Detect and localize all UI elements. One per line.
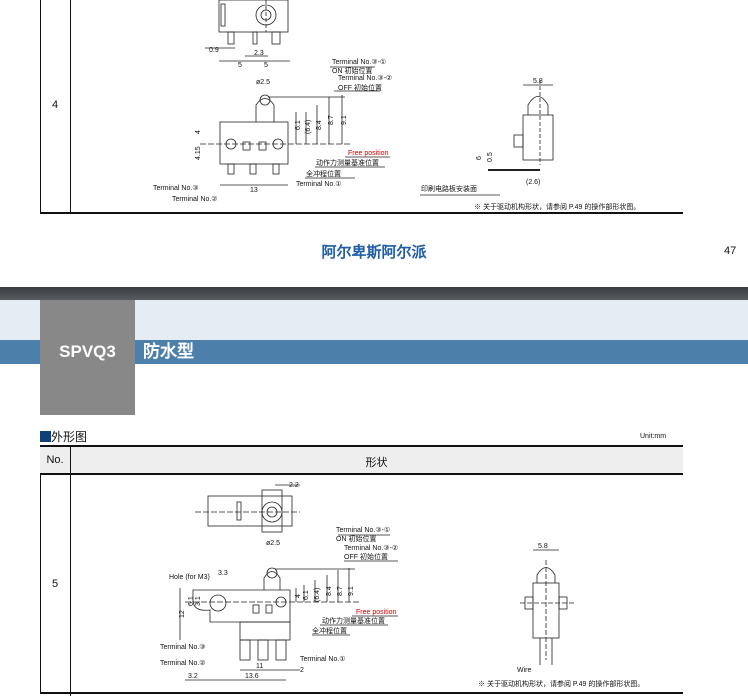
terminal-label: Terminal No.① xyxy=(296,180,342,188)
table-row-4 xyxy=(40,0,683,214)
position-label: 全冲程位置 xyxy=(306,169,341,178)
dim-label: 3.1 xyxy=(195,596,202,606)
terminal-label: Terminal No.③-② xyxy=(338,74,392,82)
dim-label: (2.6) xyxy=(526,179,540,186)
dim-label: 0.5 xyxy=(487,152,494,162)
drawing-4-right-view xyxy=(420,80,554,196)
drawing-4-top-view xyxy=(205,0,290,62)
header-dark-bar xyxy=(0,287,748,300)
dim-label: 13 xyxy=(250,187,258,194)
dim-label: 0.9 xyxy=(209,47,219,54)
square-bullet-icon xyxy=(40,431,51,442)
dim-label: 2.3 xyxy=(254,50,264,57)
terminal-label: Terminal No.③-① xyxy=(332,58,386,66)
drawing-5-top-view xyxy=(195,484,300,533)
row-number: 5 xyxy=(51,578,59,590)
header-divider xyxy=(70,445,71,696)
dim-label: 8.4 xyxy=(326,586,333,596)
note: ※ 关于驱动机构形状，请参阅 P.49 的操作部形状图。 xyxy=(478,679,644,688)
pcb-label: 印刷电路板安装面 xyxy=(421,184,477,193)
row-divider xyxy=(70,0,71,214)
section-title-text: 外形图 xyxy=(51,430,88,444)
terminal-label: Terminal No.③ xyxy=(160,643,206,651)
dim-label: 6.1 xyxy=(188,596,195,606)
dim-label: (6.4) xyxy=(305,120,312,134)
dim-label: 12 xyxy=(179,610,186,618)
position-label: ON 初始位置 xyxy=(332,66,372,75)
position-label: 全冲程位置 xyxy=(312,626,347,635)
terminal-label: Terminal No.② xyxy=(172,195,218,203)
dim-label: 6 xyxy=(476,156,483,160)
unit-label: Unit:mm xyxy=(640,433,667,440)
dim-label: 2 xyxy=(300,667,304,674)
terminal-label: Terminal No.③-② xyxy=(344,544,398,552)
dim-label: 2.2 xyxy=(289,482,299,489)
brand-footer: 阿尔卑斯阿尔派 xyxy=(321,244,427,261)
position-label: Free position xyxy=(348,150,389,157)
dim-label: 5.8 xyxy=(538,543,548,550)
dim-label: 8.7 xyxy=(337,586,344,596)
position-label: ON 初始位置 xyxy=(336,534,376,543)
position-label: OFF 初始位置 xyxy=(344,552,388,561)
dim-label: 4.15 xyxy=(195,146,202,160)
dim-label: 4 xyxy=(195,130,202,134)
dim-label: 9.1 xyxy=(341,115,348,125)
dim-label: 3.2 xyxy=(188,673,198,680)
position-label: Free position xyxy=(356,609,397,616)
drawing-5-side-view xyxy=(179,534,398,681)
drawing-4-side-view xyxy=(200,66,390,186)
dim-label: ø2.5 xyxy=(266,540,280,547)
dim-label: 6.1 xyxy=(303,590,310,600)
page-number: 47 xyxy=(724,245,737,257)
position-label: 动作力测量基准位置 xyxy=(322,616,385,625)
dim-label: 6.1 xyxy=(295,120,302,130)
dim-label: 11 xyxy=(256,663,263,670)
section-title: 外形图 xyxy=(40,428,87,445)
dim-label: 5 xyxy=(264,62,268,69)
terminal-label: Terminal No.① xyxy=(300,655,346,663)
row-number: 4 xyxy=(51,99,59,111)
terminal-label: Terminal No.③ xyxy=(153,184,199,192)
header-shape: 形状 xyxy=(365,457,388,469)
model-subtitle: 防水型 xyxy=(143,342,194,361)
dim-label: 8.4 xyxy=(316,120,323,130)
dim-label: 5 xyxy=(238,62,242,69)
dim-label: 3.3 xyxy=(218,570,228,577)
header-no: No. xyxy=(46,454,64,466)
dim-label: 4 xyxy=(295,594,302,598)
model-tab xyxy=(40,300,135,415)
position-label: OFF 初始位置 xyxy=(338,83,382,92)
model-name: SPVQ3 xyxy=(59,342,116,361)
note: ※ 关于驱动机构形状，请参阅 P.49 的操作部形状图。 xyxy=(474,202,640,211)
table-header: No. 形状 xyxy=(40,445,683,475)
dim-label: 8.7 xyxy=(328,115,335,125)
wire-label: Wire xyxy=(517,667,531,674)
dim-label: 13.6 xyxy=(245,673,259,680)
position-label: 动作力测量基准位置 xyxy=(316,158,379,167)
terminal-label: Terminal No.③-① xyxy=(336,526,390,534)
drawing-5-right-view xyxy=(520,549,575,665)
dim-label: 5.8 xyxy=(533,78,543,85)
dim-label: (6.4) xyxy=(314,588,321,602)
terminal-label: Terminal No.② xyxy=(160,659,206,667)
table-row-5 xyxy=(40,475,683,694)
dim-label: ø2.5 xyxy=(256,79,270,86)
dim-label: 9.1 xyxy=(348,586,355,596)
hole-label: Hole (for M3) xyxy=(169,574,210,581)
